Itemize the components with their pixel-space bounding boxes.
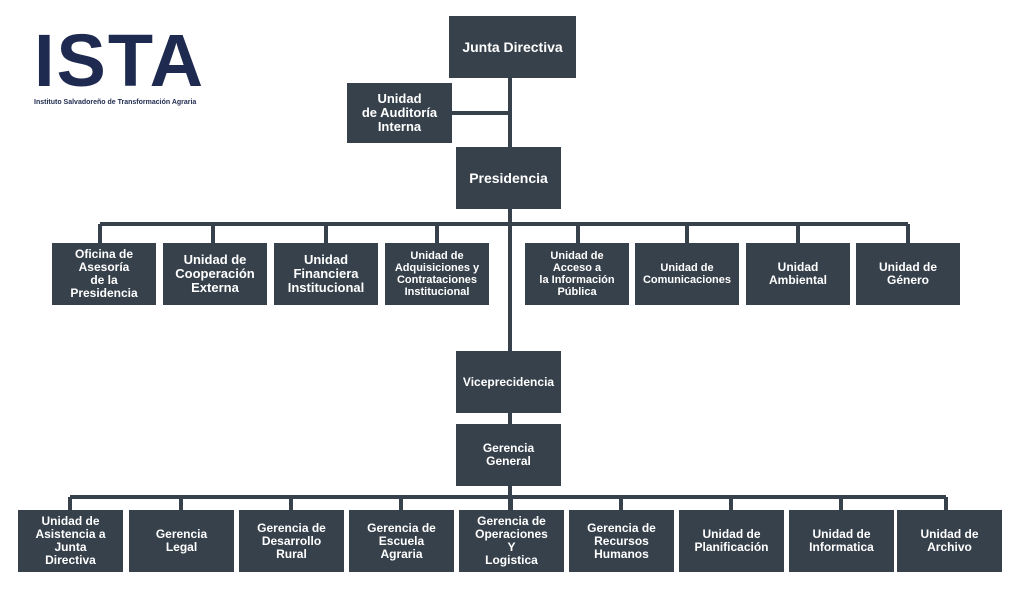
unit-asistencia-junta: Unidad de Asistencia a Junta Directiva xyxy=(18,510,123,572)
unit-gerencia-legal: Gerencia Legal xyxy=(129,510,234,572)
logo-subtitle: Instituto Salvadoreño de Transformación … xyxy=(34,99,197,106)
unit-adquisiciones: Unidad de Adquisiciones y Contrataciones… xyxy=(385,243,489,305)
logo-wordmark: ISTA xyxy=(34,19,206,102)
unit-oficina-asesoria: Oficina de Asesoría de la Presidencia xyxy=(52,243,156,305)
unit-archivo: Unidad de Archivo xyxy=(897,510,1002,572)
unit-operaciones-logistica: Gerencia de Operaciones Y Logistica xyxy=(459,510,564,572)
unit-recursos-humanos: Gerencia de Recursos Humanos xyxy=(569,510,674,572)
junta-directiva-box: Junta Directiva xyxy=(449,16,576,78)
auditoria-interna-box: Unidad de Auditoría Interna xyxy=(347,83,452,143)
unit-financiera-institucional: Unidad Financiera Institucional xyxy=(274,243,378,305)
presidencia-box: Presidencia xyxy=(456,147,561,209)
unit-acceso-informacion: Unidad de Acceso a la Información Públic… xyxy=(525,243,629,305)
gerencia-general-box: Gerencia General xyxy=(456,424,561,486)
unit-ambiental: Unidad Ambiental xyxy=(746,243,850,305)
unit-genero: Unidad de Género xyxy=(856,243,960,305)
ista-logo: ISTA Instituto Salvadoreño de Transforma… xyxy=(34,24,234,114)
unit-escuela-agraria: Gerencia de Escuela Agraria xyxy=(349,510,454,572)
unit-desarrollo-rural: Gerencia de Desarrollo Rural xyxy=(239,510,344,572)
unit-planificacion: Unidad de Planificación xyxy=(679,510,784,572)
unit-cooperacion-externa: Unidad de Cooperación Externa xyxy=(163,243,267,305)
unit-informatica: Unidad de Informatica xyxy=(789,510,894,572)
unit-comunicaciones: Unidad de Comunicaciones xyxy=(635,243,739,305)
viceprecidencia-box: Viceprecidencia xyxy=(456,351,561,413)
